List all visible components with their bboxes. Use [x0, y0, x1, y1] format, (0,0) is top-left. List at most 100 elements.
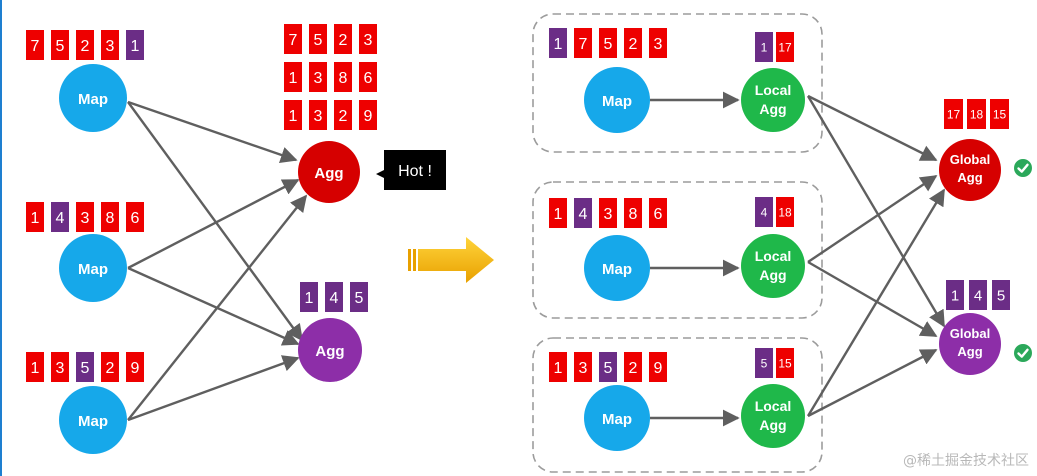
key-value: 2 [629, 36, 638, 53]
key-value: 1 [305, 290, 314, 307]
key-box [325, 282, 343, 312]
key-value: 5 [604, 360, 613, 377]
right-map-node-1: Map [584, 67, 650, 133]
key-value: 5 [761, 356, 768, 370]
key-value: 3 [314, 108, 323, 125]
key-box [26, 30, 44, 60]
key-value: 2 [629, 360, 638, 377]
key-value: 1 [31, 210, 40, 227]
key-box [649, 198, 667, 228]
left-agg-hot-node: Agg [298, 141, 360, 203]
key-box [624, 352, 642, 382]
key-value: 9 [654, 360, 663, 377]
edge-local3-global-purple [807, 348, 938, 418]
key-box [309, 24, 327, 54]
key-box [946, 280, 964, 310]
key-value: 5 [997, 287, 1005, 304]
key-value: 18 [970, 107, 984, 121]
key-value: 3 [364, 32, 373, 49]
key-value: 8 [339, 70, 348, 87]
key-value: 5 [355, 290, 364, 307]
hot-callout-text: Hot ! [398, 163, 432, 180]
key-box [359, 62, 377, 92]
key-value: 2 [106, 360, 115, 377]
key-value: 1 [289, 108, 298, 125]
node-label-line2: Agg [759, 101, 786, 117]
edge-lmap2-hot [127, 178, 300, 270]
key-box [755, 32, 773, 62]
key-value: 4 [56, 210, 65, 227]
key-value: 1 [289, 70, 298, 87]
key-value: 7 [579, 36, 588, 53]
key-value: 4 [761, 205, 768, 219]
key-box [334, 62, 352, 92]
key-value: 17 [778, 40, 792, 54]
key-value: 8 [629, 206, 638, 223]
edge-lmap1-hot [127, 100, 298, 164]
node-label-line2: Agg [759, 267, 786, 283]
key-box [76, 202, 94, 232]
key-value: 5 [314, 32, 323, 49]
key-box [776, 348, 794, 378]
key-box [599, 352, 617, 382]
local-agg-node-3: Local Agg [741, 384, 805, 448]
key-box [26, 202, 44, 232]
hot-callout: Hot ! [376, 150, 446, 190]
key-value: 1 [554, 36, 563, 53]
edge-local3-global-red [806, 188, 946, 417]
key-box [359, 24, 377, 54]
key-value: 1 [761, 40, 768, 54]
key-box [967, 99, 986, 129]
key-value: 2 [339, 32, 348, 49]
key-value: 1 [31, 360, 40, 377]
right-map-node-2: Map [584, 235, 650, 301]
key-value: 6 [364, 70, 373, 87]
key-value: 17 [947, 107, 961, 121]
global-agg-purple-node: Global Agg [939, 313, 1001, 375]
left-edge-bar [0, 0, 2, 476]
key-box [549, 352, 567, 382]
key-value: 7 [289, 32, 298, 49]
key-value: 5 [56, 38, 65, 55]
key-value: 6 [131, 210, 140, 227]
node-label: Map [78, 261, 108, 278]
key-box [574, 198, 592, 228]
edge-lmap3-hot [127, 194, 308, 421]
key-box [51, 202, 69, 232]
key-value: 7 [31, 38, 40, 55]
key-value: 1 [554, 206, 563, 223]
key-box [755, 197, 773, 227]
key-box [359, 100, 377, 130]
key-box [101, 30, 119, 60]
key-box [624, 198, 642, 228]
edge-lmap2-cold [127, 266, 300, 346]
key-value: 3 [579, 360, 588, 377]
key-box [574, 352, 592, 382]
key-value: 3 [604, 206, 613, 223]
local-agg-node-2: Local Agg [741, 234, 805, 298]
key-box [284, 24, 302, 54]
key-box [990, 99, 1009, 129]
key-box [101, 352, 119, 382]
key-value: 15 [778, 356, 792, 370]
key-box [76, 352, 94, 382]
key-box [649, 352, 667, 382]
transform-arrow-icon [408, 237, 494, 283]
edge-local2-global-purple [807, 260, 938, 338]
watermark: @稀土掘金技术社区 [903, 453, 1029, 469]
node-label: Map [78, 91, 108, 108]
edge-lmap1-cold [127, 101, 303, 342]
key-value: 3 [314, 70, 323, 87]
key-box [599, 28, 617, 58]
key-box [101, 202, 119, 232]
key-box [76, 30, 94, 60]
global-agg-red-node: Global Agg [939, 139, 1001, 201]
key-box [51, 352, 69, 382]
